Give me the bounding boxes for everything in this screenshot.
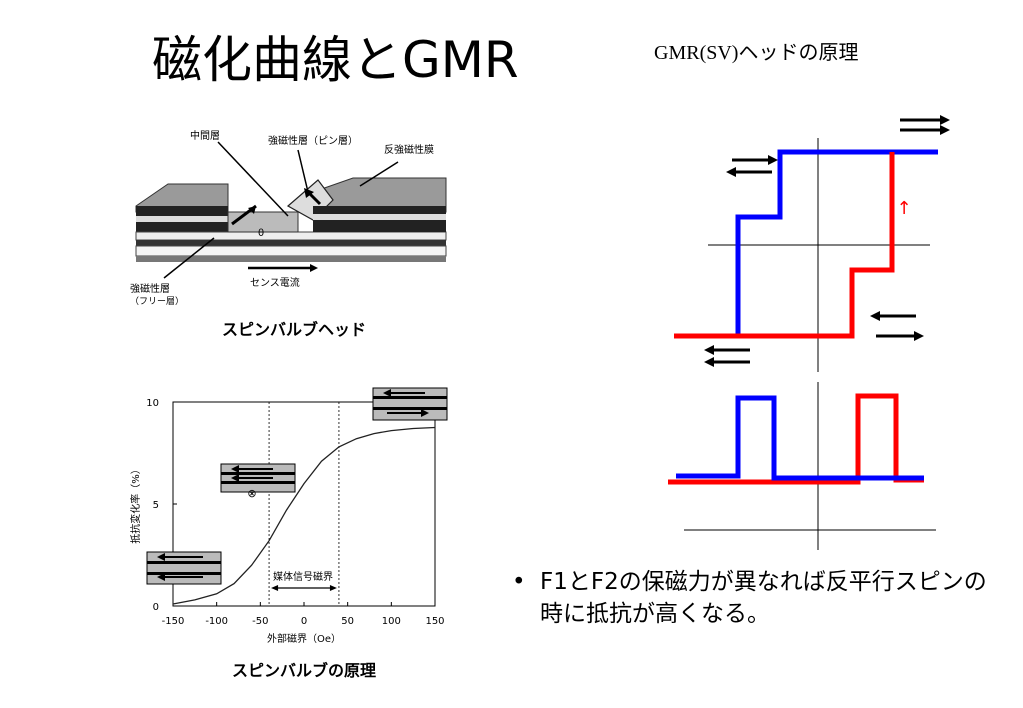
x-tick-label: -150 bbox=[162, 616, 185, 627]
caption-spin-valve-head: スピンバルブヘッド bbox=[222, 320, 366, 339]
caption-spin-valve-principle: スピンバルブの原理 bbox=[232, 661, 376, 680]
label-sense-current: センス電流 bbox=[250, 276, 300, 289]
y-tick-label: 0 bbox=[153, 602, 159, 613]
series-line bbox=[172, 426, 436, 605]
bullet-marker: • bbox=[512, 569, 526, 595]
antiparallel-arrows-icon-upper bbox=[726, 155, 778, 177]
medium-signal-arrow bbox=[271, 585, 337, 591]
label-antiferro-film: 反強磁性膜 bbox=[384, 143, 434, 156]
perpendicular-layer-icon: ⊗ bbox=[220, 463, 296, 500]
cross-symbol: ⊗ bbox=[247, 487, 256, 500]
gmr-sv-principle-title: GMR(SV)ヘッドの原理 bbox=[654, 42, 859, 64]
x-tick-label: 0 bbox=[301, 616, 307, 627]
x-tick-label: 150 bbox=[425, 616, 444, 627]
y-axis-label: 抵抗変化率（%） bbox=[129, 464, 142, 544]
increasing-field-curve bbox=[674, 149, 938, 339]
label-intermediate-layer: 中間層 bbox=[190, 129, 220, 142]
y-tick-label: 5 bbox=[153, 500, 159, 511]
resistance-decreasing-curve bbox=[668, 393, 924, 485]
label-theta: θ bbox=[258, 228, 264, 239]
decreasing-field-curve bbox=[674, 152, 895, 339]
parallel-layer-icon bbox=[146, 551, 222, 585]
x-axis-label: 外部磁界（Oe） bbox=[267, 632, 341, 645]
x-tick-label: -100 bbox=[205, 616, 228, 627]
spin-valve-head-diagram: 中間層 強磁性層（ピン層） 反強磁性膜 θ センス電流 強磁性層 （フリー層） … bbox=[130, 129, 447, 339]
x-tick-label: 100 bbox=[382, 616, 401, 627]
x-tick-label: -50 bbox=[252, 616, 268, 627]
resistance-increasing-curve bbox=[676, 395, 924, 481]
antiparallel-arrows-icon-lower bbox=[870, 311, 924, 341]
spin-valve-principle-chart: -150 -100 -50 0 50 100 150 0 5 10 ⊗ 媒体信号磁界 外部磁界（O… bbox=[129, 387, 448, 680]
gmr-hysteresis-diagram: ↑ bbox=[668, 115, 950, 550]
label-free-layer-line2: （フリー層） bbox=[130, 296, 184, 307]
label-pinned-layer: 強磁性層（ピン層） bbox=[268, 134, 358, 147]
y-tick-label: 10 bbox=[146, 398, 159, 409]
label-free-layer-line1: 強磁性層 bbox=[130, 282, 170, 295]
slide-title: 磁化曲線とGMR bbox=[152, 31, 519, 89]
parallel-right-arrows-icon bbox=[900, 115, 950, 135]
up-arrow-icon: ↑ bbox=[896, 198, 911, 219]
antiparallel-layer-icon bbox=[372, 387, 448, 421]
parallel-left-arrows-icon bbox=[704, 345, 750, 367]
bullet-text: F1とF2の保磁力が異なれば反平行スピンの時に抵抗が高くなる。 bbox=[540, 569, 987, 627]
x-tick-label: 50 bbox=[341, 616, 354, 627]
medium-signal-label: 媒体信号磁界 bbox=[273, 570, 333, 583]
